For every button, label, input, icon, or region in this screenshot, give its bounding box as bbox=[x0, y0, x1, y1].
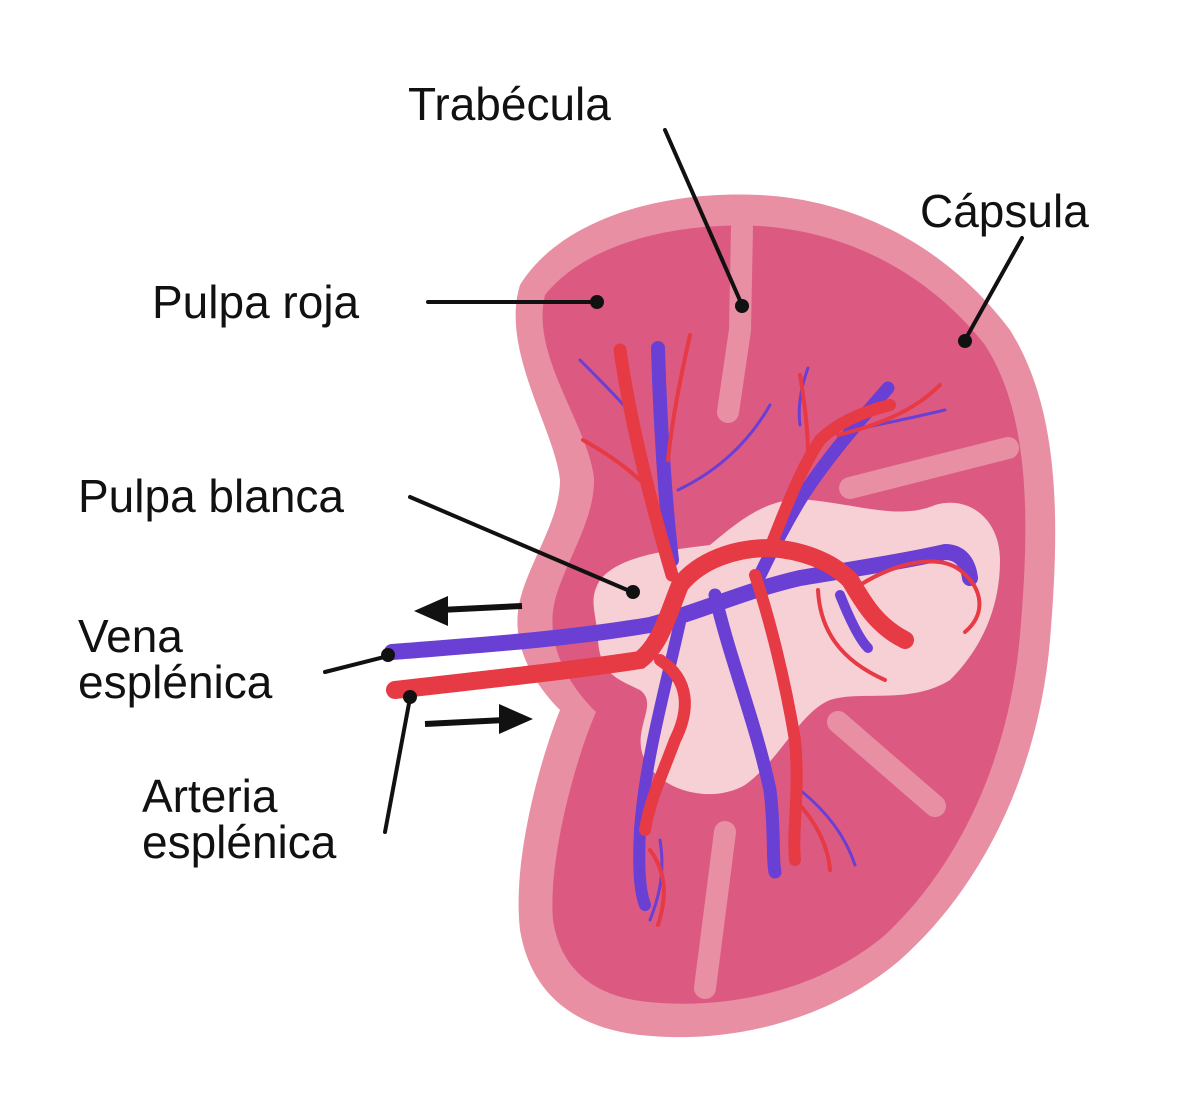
artery-flow-arrow bbox=[424, 704, 533, 734]
arteria-pointer-dot bbox=[403, 690, 417, 704]
vein-flow-arrow bbox=[414, 596, 523, 626]
splenic-artery-branches bbox=[386, 333, 982, 927]
label-capsula: Cápsula bbox=[920, 185, 1089, 237]
label-pulpa-roja: Pulpa roja bbox=[152, 276, 360, 328]
vena-leader bbox=[323, 654, 390, 674]
capsula-pointer-dot bbox=[958, 334, 972, 348]
label-arteria-line2: esplénica bbox=[142, 816, 337, 868]
vena-pointer-dot bbox=[381, 648, 395, 662]
trabecula-leader bbox=[663, 128, 744, 307]
trabecula-pointer-dot bbox=[735, 299, 749, 313]
label-arteria-line1: Arteria bbox=[142, 770, 278, 822]
capsula-leader bbox=[963, 236, 1024, 342]
trabeculae bbox=[694, 217, 1019, 999]
label-vena-line2: esplénica bbox=[78, 656, 273, 708]
label-vena-line1: Vena bbox=[78, 610, 183, 662]
leader-lines bbox=[323, 128, 1024, 834]
label-trabecula: Trabécula bbox=[408, 78, 611, 130]
label-pulpa-blanca: Pulpa blanca bbox=[78, 470, 344, 522]
pulpa-blanca-pointer-dot bbox=[626, 585, 640, 599]
arteria-leader bbox=[383, 696, 412, 834]
pulpa-roja-pointer-dot bbox=[590, 295, 604, 309]
pulpa-blanca-leader bbox=[408, 495, 634, 594]
